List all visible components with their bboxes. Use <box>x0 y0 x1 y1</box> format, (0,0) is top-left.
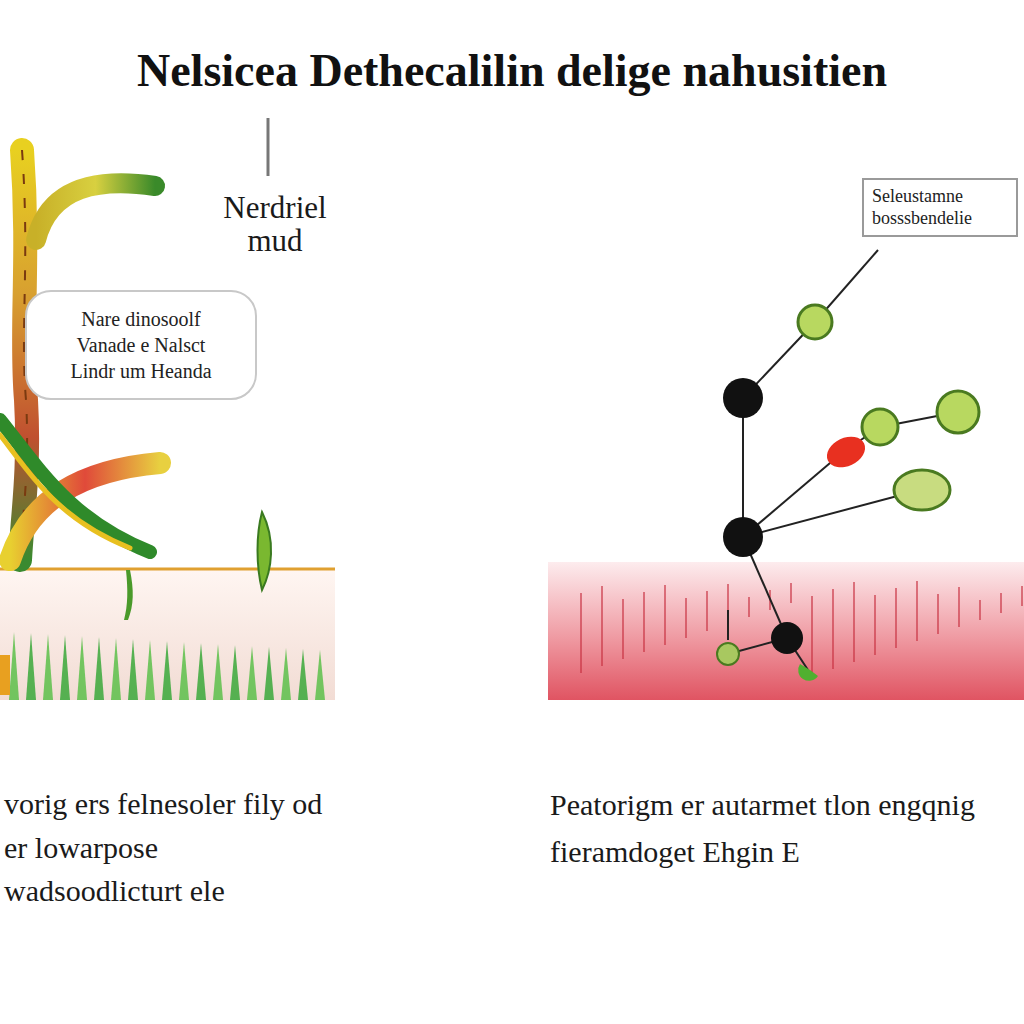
molecule-bonds <box>728 250 958 670</box>
band-stripe <box>958 587 960 627</box>
grass-blade <box>213 644 223 700</box>
grass-blade <box>298 649 308 700</box>
green-atom <box>894 470 950 510</box>
band-stripe <box>643 592 645 652</box>
grass-blade <box>179 642 189 700</box>
green-atom <box>937 391 979 433</box>
band-stripe <box>664 585 666 645</box>
band-stripe <box>748 597 750 617</box>
title: Nelsicea Dethecalilin delige nahusitien <box>12 44 1012 97</box>
ground-band <box>0 568 335 700</box>
leader-line <box>267 118 270 176</box>
atom <box>771 622 803 654</box>
leaf <box>258 512 272 590</box>
grass-blade <box>230 645 240 700</box>
node-text: Seleustamne bosssbendelie <box>872 186 1008 229</box>
ground-marker <box>0 655 10 695</box>
caption-text: vorig ers felnesoler fily od er lowarpos… <box>4 782 338 913</box>
band-stripe <box>706 591 708 631</box>
band-stripe <box>811 596 813 676</box>
band-stripe <box>580 593 582 673</box>
green-atom <box>798 664 818 681</box>
atom <box>723 378 763 418</box>
grass-blade <box>162 641 172 700</box>
band-stripe <box>874 595 876 655</box>
band-stripe <box>832 589 834 669</box>
green-atom <box>717 643 739 665</box>
grass-blade <box>196 643 206 700</box>
part-label: Nerdriel mud <box>205 192 345 257</box>
band-stripe <box>979 600 981 620</box>
sprout <box>124 570 133 620</box>
band-stripe <box>895 588 897 648</box>
plant-arm <box>0 420 150 552</box>
grass-blade <box>26 633 36 700</box>
grass-blade <box>247 646 257 700</box>
green-atom <box>862 409 898 445</box>
grass-blade <box>145 640 155 700</box>
band-stripe <box>601 586 603 666</box>
band-stripe <box>853 582 855 662</box>
speech-bubble: Nare dinosoolf Vanade e Nalsct Lindr um … <box>25 290 257 400</box>
plant-arm <box>0 435 130 548</box>
band-stripe <box>622 599 624 659</box>
band-stripe <box>790 583 792 603</box>
grass-blade <box>315 650 325 700</box>
grass-blade <box>94 637 104 700</box>
band-stripe <box>916 581 918 641</box>
band-stripes <box>560 581 1022 676</box>
grass-blade <box>60 635 70 700</box>
grass <box>9 632 325 700</box>
grass-blade <box>128 639 138 700</box>
grass-blade <box>9 632 19 700</box>
caption-text: Peatorigm er autarmet tlon engqnig fiera… <box>550 782 995 875</box>
red-atom <box>822 431 870 473</box>
band-stripe <box>1021 586 1023 606</box>
grass-blade <box>264 647 274 700</box>
ground-edge <box>0 568 335 571</box>
atom <box>723 517 763 557</box>
grass-blade <box>281 648 291 700</box>
green-atom <box>798 305 832 339</box>
grass-blade <box>43 634 53 700</box>
grass-blade <box>111 638 121 700</box>
band-stripe <box>685 598 687 638</box>
red-band <box>548 562 1024 700</box>
callout-box: Seleustamne bosssbendelie <box>862 178 1018 237</box>
band-stripe <box>937 594 939 634</box>
grass-blade <box>77 636 87 700</box>
band-stripe <box>1000 593 1002 613</box>
node-text: Nare dinosoolf Vanade e Nalsct Lindr um … <box>55 306 227 384</box>
plant-arm <box>36 183 155 240</box>
